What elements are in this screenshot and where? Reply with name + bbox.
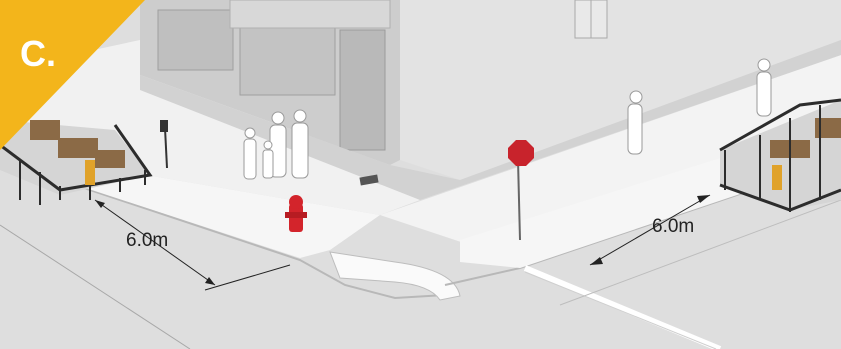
patio-left-hazard-panel [85,160,95,185]
dimension-left-label: 6.0m [126,230,168,251]
dimension-right-label: 6.0m [652,216,694,237]
storefront-awning [230,0,390,28]
panel-label: C. [20,33,56,74]
patio-right-table-2 [815,118,841,138]
patio-right-hazard-panel [772,165,782,190]
storefront-window-1 [158,10,233,70]
patio-left-table-1 [30,120,60,140]
patio-left-table-2 [58,138,98,158]
patio-left-table-3 [95,150,125,168]
storefront-door [340,30,385,150]
